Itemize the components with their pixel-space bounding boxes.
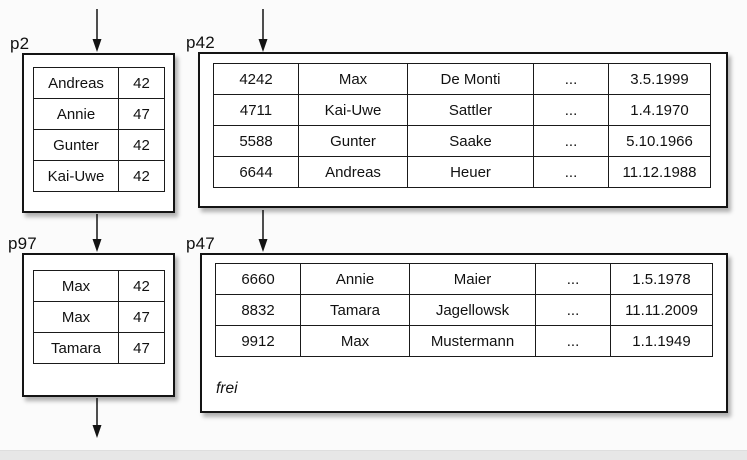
key-cell: Kai-Uwe xyxy=(33,160,119,192)
firstname-cell: Max xyxy=(298,63,408,95)
ellipsis-cell: ... xyxy=(533,94,609,126)
table-row: 6660 Annie Maier ... 1.5.1978 xyxy=(215,263,713,295)
key-cell: Andreas xyxy=(33,67,119,99)
date-cell: 1.5.1978 xyxy=(610,263,713,295)
pointer-cell: 47 xyxy=(118,301,165,333)
ellipsis-cell: ... xyxy=(533,156,609,188)
id-cell: 5588 xyxy=(213,125,299,157)
id-cell: 4242 xyxy=(213,63,299,95)
date-cell: 3.5.1999 xyxy=(608,63,711,95)
date-cell: 11.11.2009 xyxy=(610,294,713,326)
page-label-p97: p97 xyxy=(8,234,37,253)
key-cell: Max xyxy=(33,301,119,333)
ellipsis-cell: ... xyxy=(535,325,611,357)
firstname-cell: Andreas xyxy=(298,156,408,188)
pointer-cell: 42 xyxy=(118,67,165,99)
pointer-cell: 42 xyxy=(118,129,165,161)
lastname-cell: Heuer xyxy=(407,156,534,188)
lastname-cell: Jagellowsk xyxy=(409,294,536,326)
lastname-cell: Sattler xyxy=(407,94,534,126)
table-row: 8832 Tamara Jagellowsk ... 11.11.2009 xyxy=(215,294,713,326)
ellipsis-cell: ... xyxy=(535,263,611,295)
page-box-p42: 4242 Max De Monti ... 3.5.1999 4711 Kai-… xyxy=(198,52,728,208)
pointer-cell: 42 xyxy=(118,270,165,302)
date-cell: 1.4.1970 xyxy=(608,94,711,126)
date-cell: 1.1.1949 xyxy=(610,325,713,357)
arrow-p2-to-p97 xyxy=(92,214,102,252)
key-cell: Tamara xyxy=(33,332,119,364)
ellipsis-cell: ... xyxy=(533,125,609,157)
table-row: 4242 Max De Monti ... 3.5.1999 xyxy=(213,63,711,95)
id-cell: 6644 xyxy=(213,156,299,188)
ellipsis-cell: ... xyxy=(533,63,609,95)
lastname-cell: De Monti xyxy=(407,63,534,95)
table-row: Max 47 xyxy=(33,301,165,333)
page-box-p2: Andreas 42 Annie 47 Gunter 42 Kai-Uwe 42 xyxy=(22,53,175,213)
page-p97-table: Max 42 Max 47 Tamara 47 xyxy=(33,270,165,364)
key-cell: Annie xyxy=(33,98,119,130)
key-cell: Max xyxy=(33,270,119,302)
id-cell: 6660 xyxy=(215,263,301,295)
table-row: Max 42 xyxy=(33,270,165,302)
page-label-p42: p42 xyxy=(186,33,215,52)
firstname-cell: Tamara xyxy=(300,294,410,326)
table-row: Andreas 42 xyxy=(33,67,165,99)
date-cell: 5.10.1966 xyxy=(608,125,711,157)
firstname-cell: Max xyxy=(300,325,410,357)
firstname-cell: Gunter xyxy=(298,125,408,157)
pointer-cell: 42 xyxy=(118,160,165,192)
pointer-cell: 47 xyxy=(118,332,165,364)
ellipsis-cell: ... xyxy=(535,294,611,326)
page-box-p47: 6660 Annie Maier ... 1.5.1978 8832 Tamar… xyxy=(200,253,728,413)
id-cell: 4711 xyxy=(213,94,299,126)
table-row: Tamara 47 xyxy=(33,332,165,364)
table-row: 4711 Kai-Uwe Sattler ... 1.4.1970 xyxy=(213,94,711,126)
bottom-strip xyxy=(0,450,747,460)
table-row: 6644 Andreas Heuer ... 11.12.1988 xyxy=(213,156,711,188)
lastname-cell: Saake xyxy=(407,125,534,157)
table-row: 9912 Max Mustermann ... 1.1.1949 xyxy=(215,325,713,357)
page-label-p47: p47 xyxy=(186,234,215,253)
id-cell: 9912 xyxy=(215,325,301,357)
table-row: 5588 Gunter Saake ... 5.10.1966 xyxy=(213,125,711,157)
arrow-p42-to-p47 xyxy=(258,210,268,252)
firstname-cell: Annie xyxy=(300,263,410,295)
pointer-cell: 47 xyxy=(118,98,165,130)
arrow-into-p42 xyxy=(258,9,268,52)
firstname-cell: Kai-Uwe xyxy=(298,94,408,126)
free-space-label: frei xyxy=(216,380,238,397)
page-p2-table: Andreas 42 Annie 47 Gunter 42 Kai-Uwe 42 xyxy=(33,67,165,192)
date-cell: 11.12.1988 xyxy=(608,156,711,188)
key-cell: Gunter xyxy=(33,129,119,161)
lastname-cell: Mustermann xyxy=(409,325,536,357)
id-cell: 8832 xyxy=(215,294,301,326)
table-row: Gunter 42 xyxy=(33,129,165,161)
page-box-p97: Max 42 Max 47 Tamara 47 xyxy=(22,253,175,397)
page-p42-table: 4242 Max De Monti ... 3.5.1999 4711 Kai-… xyxy=(213,63,711,188)
arrow-into-p2 xyxy=(92,9,102,52)
page-label-p2: p2 xyxy=(10,34,30,53)
table-row: Annie 47 xyxy=(33,98,165,130)
page-p47-table: 6660 Annie Maier ... 1.5.1978 8832 Tamar… xyxy=(215,263,713,357)
lastname-cell: Maier xyxy=(409,263,536,295)
arrow-out-of-p97 xyxy=(92,398,102,438)
table-row: Kai-Uwe 42 xyxy=(33,160,165,192)
